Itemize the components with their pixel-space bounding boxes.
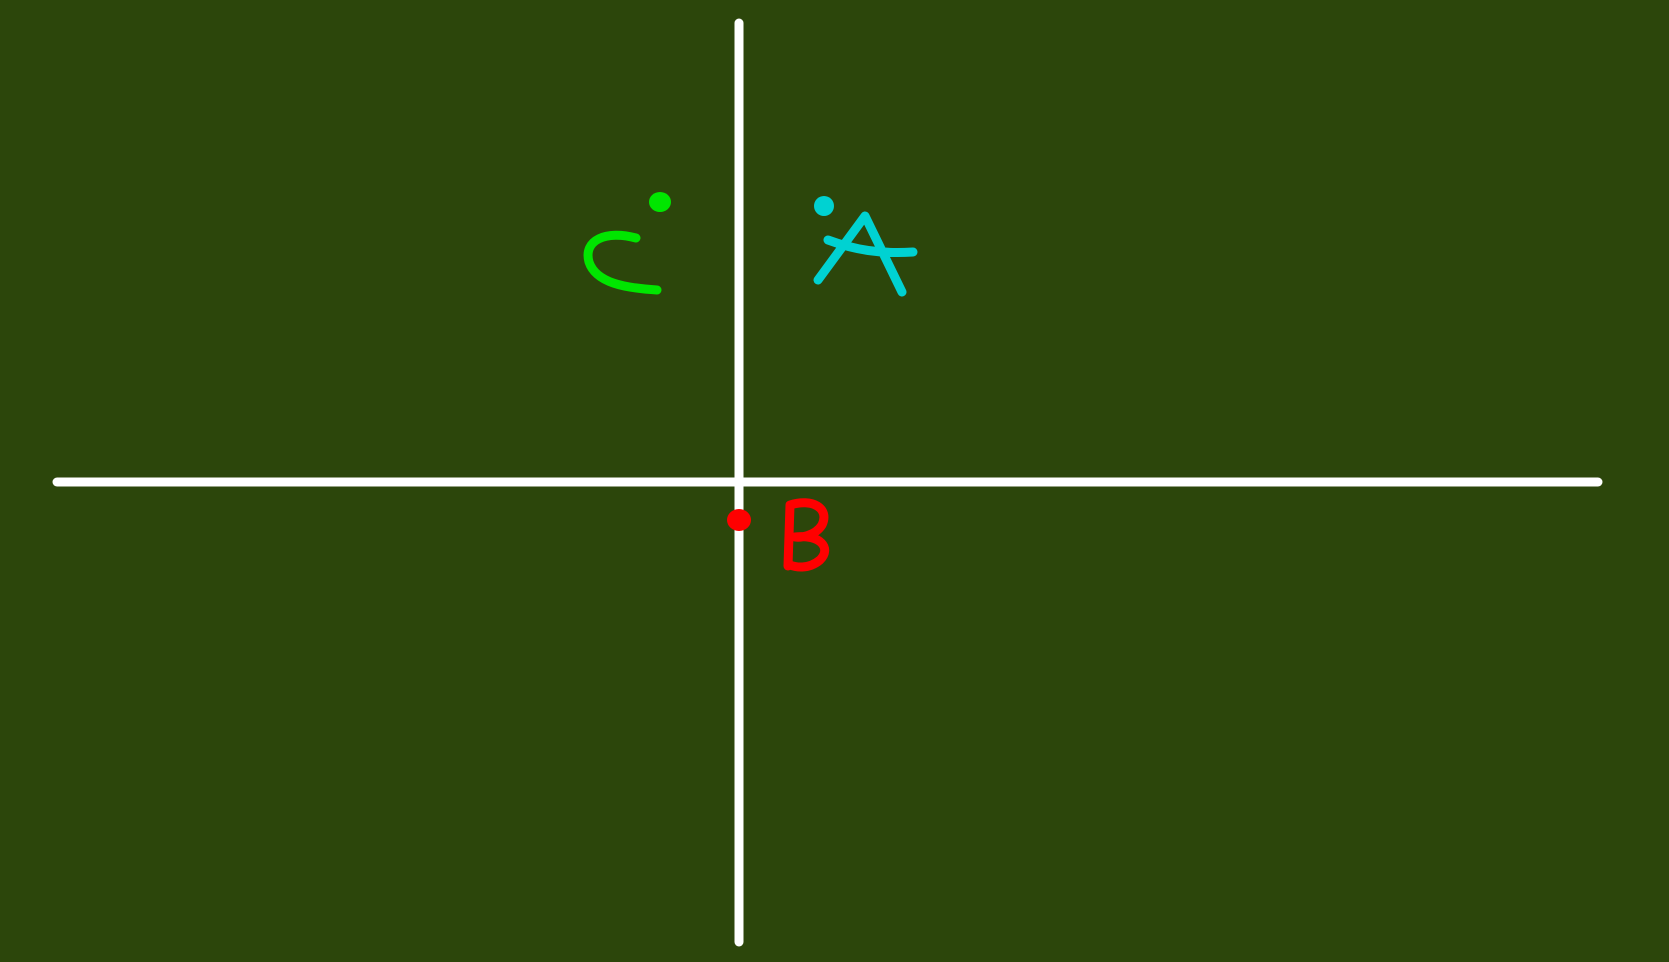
point-c-group: C	[583, 192, 671, 295]
point-b-label-stroke	[783, 498, 830, 572]
point-c-label-stroke	[583, 230, 662, 295]
point-c-dot	[649, 192, 671, 212]
point-a-group: A	[813, 196, 918, 297]
point-a-dot	[814, 196, 834, 216]
point-b-group: B	[727, 498, 830, 572]
point-a-label-stroke	[813, 211, 918, 297]
point-b-dot	[727, 509, 751, 531]
